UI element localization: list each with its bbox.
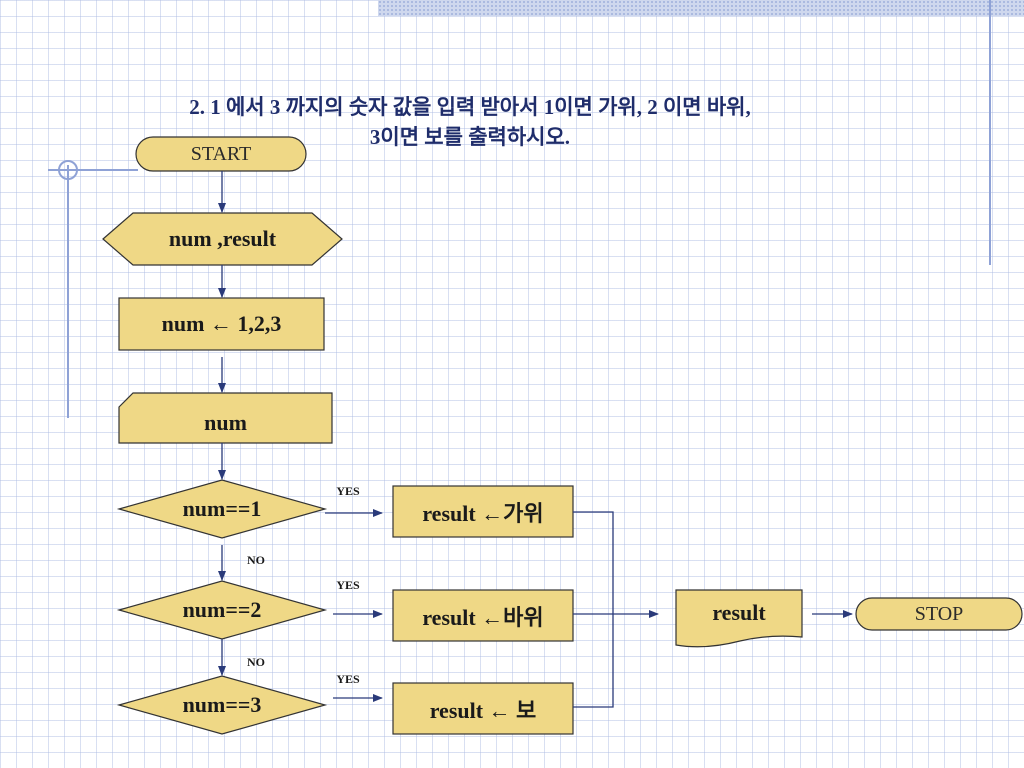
title-line-1: 2. 1 에서 3 까지의 숫자 값을 입력 받아서 1이면 가위, 2 이면 …: [189, 95, 751, 119]
yes-label-2: YES: [336, 577, 360, 592]
cond1-label: num==1: [182, 496, 262, 521]
stop-label: STOP: [914, 602, 964, 625]
merge-line-3: [573, 614, 614, 708]
assign-process-box: [118, 297, 325, 351]
result1-label: result ←가위: [422, 500, 544, 526]
decision-diamond-2: [116, 580, 328, 640]
start-terminal: [135, 136, 307, 172]
result2-label: result ←바위: [422, 604, 544, 630]
input-manual-shape: [118, 392, 333, 444]
cond2-label: num==2: [182, 597, 262, 622]
result3-label: result ← 보: [429, 697, 537, 723]
decision-diamond-3: [116, 675, 328, 735]
decision-diamond-1: [116, 479, 328, 539]
yes-label-1: YES: [336, 483, 360, 498]
no-label-1: NO: [247, 552, 265, 567]
page-title: 2. 1 에서 3 까지의 숫자 값을 입력 받아서 1이면 가위, 2 이면 …: [60, 92, 880, 152]
no-label-2: NO: [247, 654, 265, 669]
assign-label: num ← 1,2,3: [161, 311, 282, 336]
declare-label: num ,result: [168, 226, 277, 251]
input-label: num: [204, 410, 247, 435]
cond3-label: num==3: [182, 692, 262, 717]
decorative-top-bar: [378, 0, 1024, 16]
start-label: START: [190, 142, 252, 165]
result-box-3: [392, 682, 574, 735]
stop-terminal: [855, 597, 1023, 631]
yes-label-3: YES: [336, 671, 360, 686]
output-document-shape: [675, 589, 803, 648]
result-box-2: [392, 589, 574, 642]
output-label: result: [712, 600, 766, 625]
declare-hexagon: [102, 212, 343, 266]
title-line-2: 3이면 보를 출력하시오.: [369, 125, 571, 149]
deco-circle-left: [58, 160, 78, 180]
merge-line-1: [573, 511, 614, 614]
